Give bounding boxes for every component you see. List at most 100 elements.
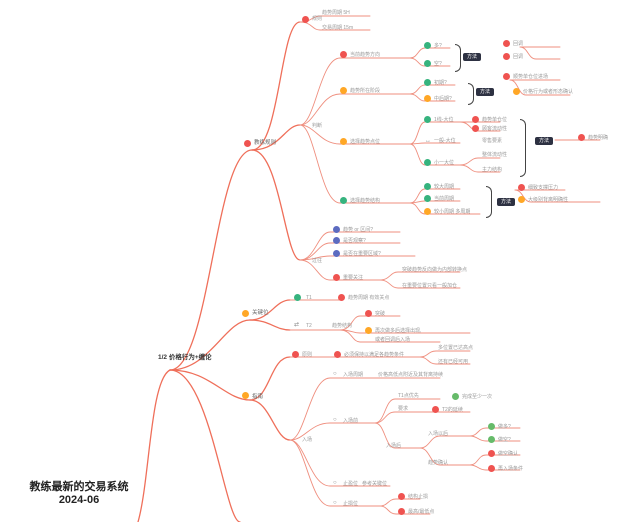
node-label: 入场后 xyxy=(386,443,402,449)
link-icon: ↔ xyxy=(425,138,431,144)
node-label: 顾客流动性 xyxy=(482,126,508,132)
node-label: 主力结构 xyxy=(482,167,503,173)
node-dot xyxy=(292,351,299,358)
node-dot xyxy=(424,79,431,86)
node-dot xyxy=(503,73,510,80)
node-label: 是否在重要区域? xyxy=(343,251,381,257)
check-icon xyxy=(488,423,495,430)
check-icon xyxy=(488,436,495,443)
node-label: 还有已经可用 xyxy=(438,359,469,365)
search-icon: ○ xyxy=(333,480,337,486)
node-label: 趋势周期 5H xyxy=(322,10,350,16)
node-label: 做空确认 xyxy=(498,451,519,457)
node-dot xyxy=(333,274,340,281)
node-label: 要求 xyxy=(398,406,409,412)
node-label: 大级别背离明确性 xyxy=(528,197,569,203)
node-label: 当前周期 xyxy=(434,196,455,202)
branch-dot xyxy=(242,392,249,399)
node-label: 趋势周期 有效关点 xyxy=(348,295,390,301)
node-label: 参考关键位 xyxy=(362,481,388,487)
branch-dot xyxy=(242,310,249,317)
node-label: 价格高低点附近及其背离持续 xyxy=(378,372,444,378)
node-label: 趋势所在阶段 xyxy=(350,88,381,94)
node-label: 趋势明确 xyxy=(588,135,609,141)
node-dot xyxy=(513,88,520,95)
node-label: 原则 xyxy=(302,352,313,358)
node-dot xyxy=(518,184,525,191)
node-dot xyxy=(398,508,405,515)
node-label: 选择趋势点位 xyxy=(350,139,381,145)
node-label: 做空? xyxy=(498,437,511,443)
node-dot xyxy=(333,226,340,233)
node-dot xyxy=(334,351,341,358)
node-dot xyxy=(578,134,585,141)
node-label: 趋势确认 xyxy=(428,460,449,466)
node-label: T2的延续 xyxy=(442,407,463,413)
node-dot xyxy=(424,42,431,49)
node-label: 当前趋势方向 xyxy=(350,52,381,58)
node-label: 止损位 xyxy=(343,501,359,507)
node-dot xyxy=(333,250,340,257)
node-label: 趋势单仓位 xyxy=(482,117,508,123)
node-label: 再次做多后选择出现, xyxy=(375,328,422,334)
node-label: T2 xyxy=(306,323,312,329)
bracket xyxy=(486,186,492,218)
node-dot xyxy=(338,294,345,301)
node-dot xyxy=(302,16,309,23)
node-dot xyxy=(432,406,439,413)
node-dot xyxy=(365,327,372,334)
node-dot xyxy=(424,116,431,123)
node-label: 过往 xyxy=(312,258,323,264)
check-icon xyxy=(452,393,459,400)
branch-label: 关键位 xyxy=(252,310,269,316)
node-label: 整体流动性 xyxy=(482,152,508,158)
node-dot xyxy=(503,53,510,60)
method-tag: 方法 xyxy=(476,88,495,96)
map-title: 教练最新的交易系统 2024-06 xyxy=(24,481,134,507)
node-label: T1 xyxy=(306,295,312,301)
node-label: 入场前 xyxy=(343,418,359,424)
node-dot xyxy=(488,465,495,472)
title-line-1: 教练最新的交易系统 xyxy=(29,481,129,493)
bracket xyxy=(468,83,474,105)
node-dot xyxy=(398,493,405,500)
node-label: 规则 xyxy=(312,16,323,22)
node-label: 趋势结构 xyxy=(332,323,353,329)
title-line-2: 2024-06 xyxy=(58,494,100,506)
node-label: 完成至少一次 xyxy=(462,394,493,400)
node-dot xyxy=(503,40,510,47)
node-dot xyxy=(424,208,431,215)
bracket xyxy=(455,44,461,72)
search-icon: ○ xyxy=(333,500,337,506)
node-label: 1线-大位 xyxy=(434,117,454,123)
node-label: 一般-大位 xyxy=(434,138,456,144)
node-label: 回调 xyxy=(513,41,524,47)
node-label: 较大周期 xyxy=(434,184,455,190)
node-dot xyxy=(340,138,347,145)
node-dot xyxy=(424,195,431,202)
bracket xyxy=(520,119,526,177)
node-label: 入场以后 xyxy=(428,431,449,437)
link-icon: ⇄ xyxy=(294,322,300,328)
node-dot xyxy=(518,196,525,203)
node-label: T1点优先 xyxy=(398,393,419,399)
node-label: 趋势 or 区间? xyxy=(343,227,374,233)
node-label: 最高/最低点 xyxy=(408,509,435,515)
node-dot xyxy=(472,125,479,132)
node-dot xyxy=(424,95,431,102)
node-label: 突破 xyxy=(375,311,386,317)
node-dot xyxy=(472,116,479,123)
node-dot xyxy=(340,87,347,94)
search-icon: ○ xyxy=(333,417,337,423)
node-dot xyxy=(340,197,347,204)
node-label: 交易周期 15m xyxy=(322,25,354,31)
node-dot xyxy=(365,310,372,317)
node-label: 在重要位置只看一般加仓 xyxy=(402,283,458,289)
node-label: 空? xyxy=(434,61,442,67)
node-label: 零售要素 xyxy=(482,138,503,144)
node-dot xyxy=(424,60,431,67)
node-label: 价格行为或者形态确认 xyxy=(523,89,574,95)
node-label: 入场 xyxy=(302,437,313,443)
branch-label: 指南 xyxy=(252,394,264,400)
node-label: 做多? xyxy=(498,424,511,430)
